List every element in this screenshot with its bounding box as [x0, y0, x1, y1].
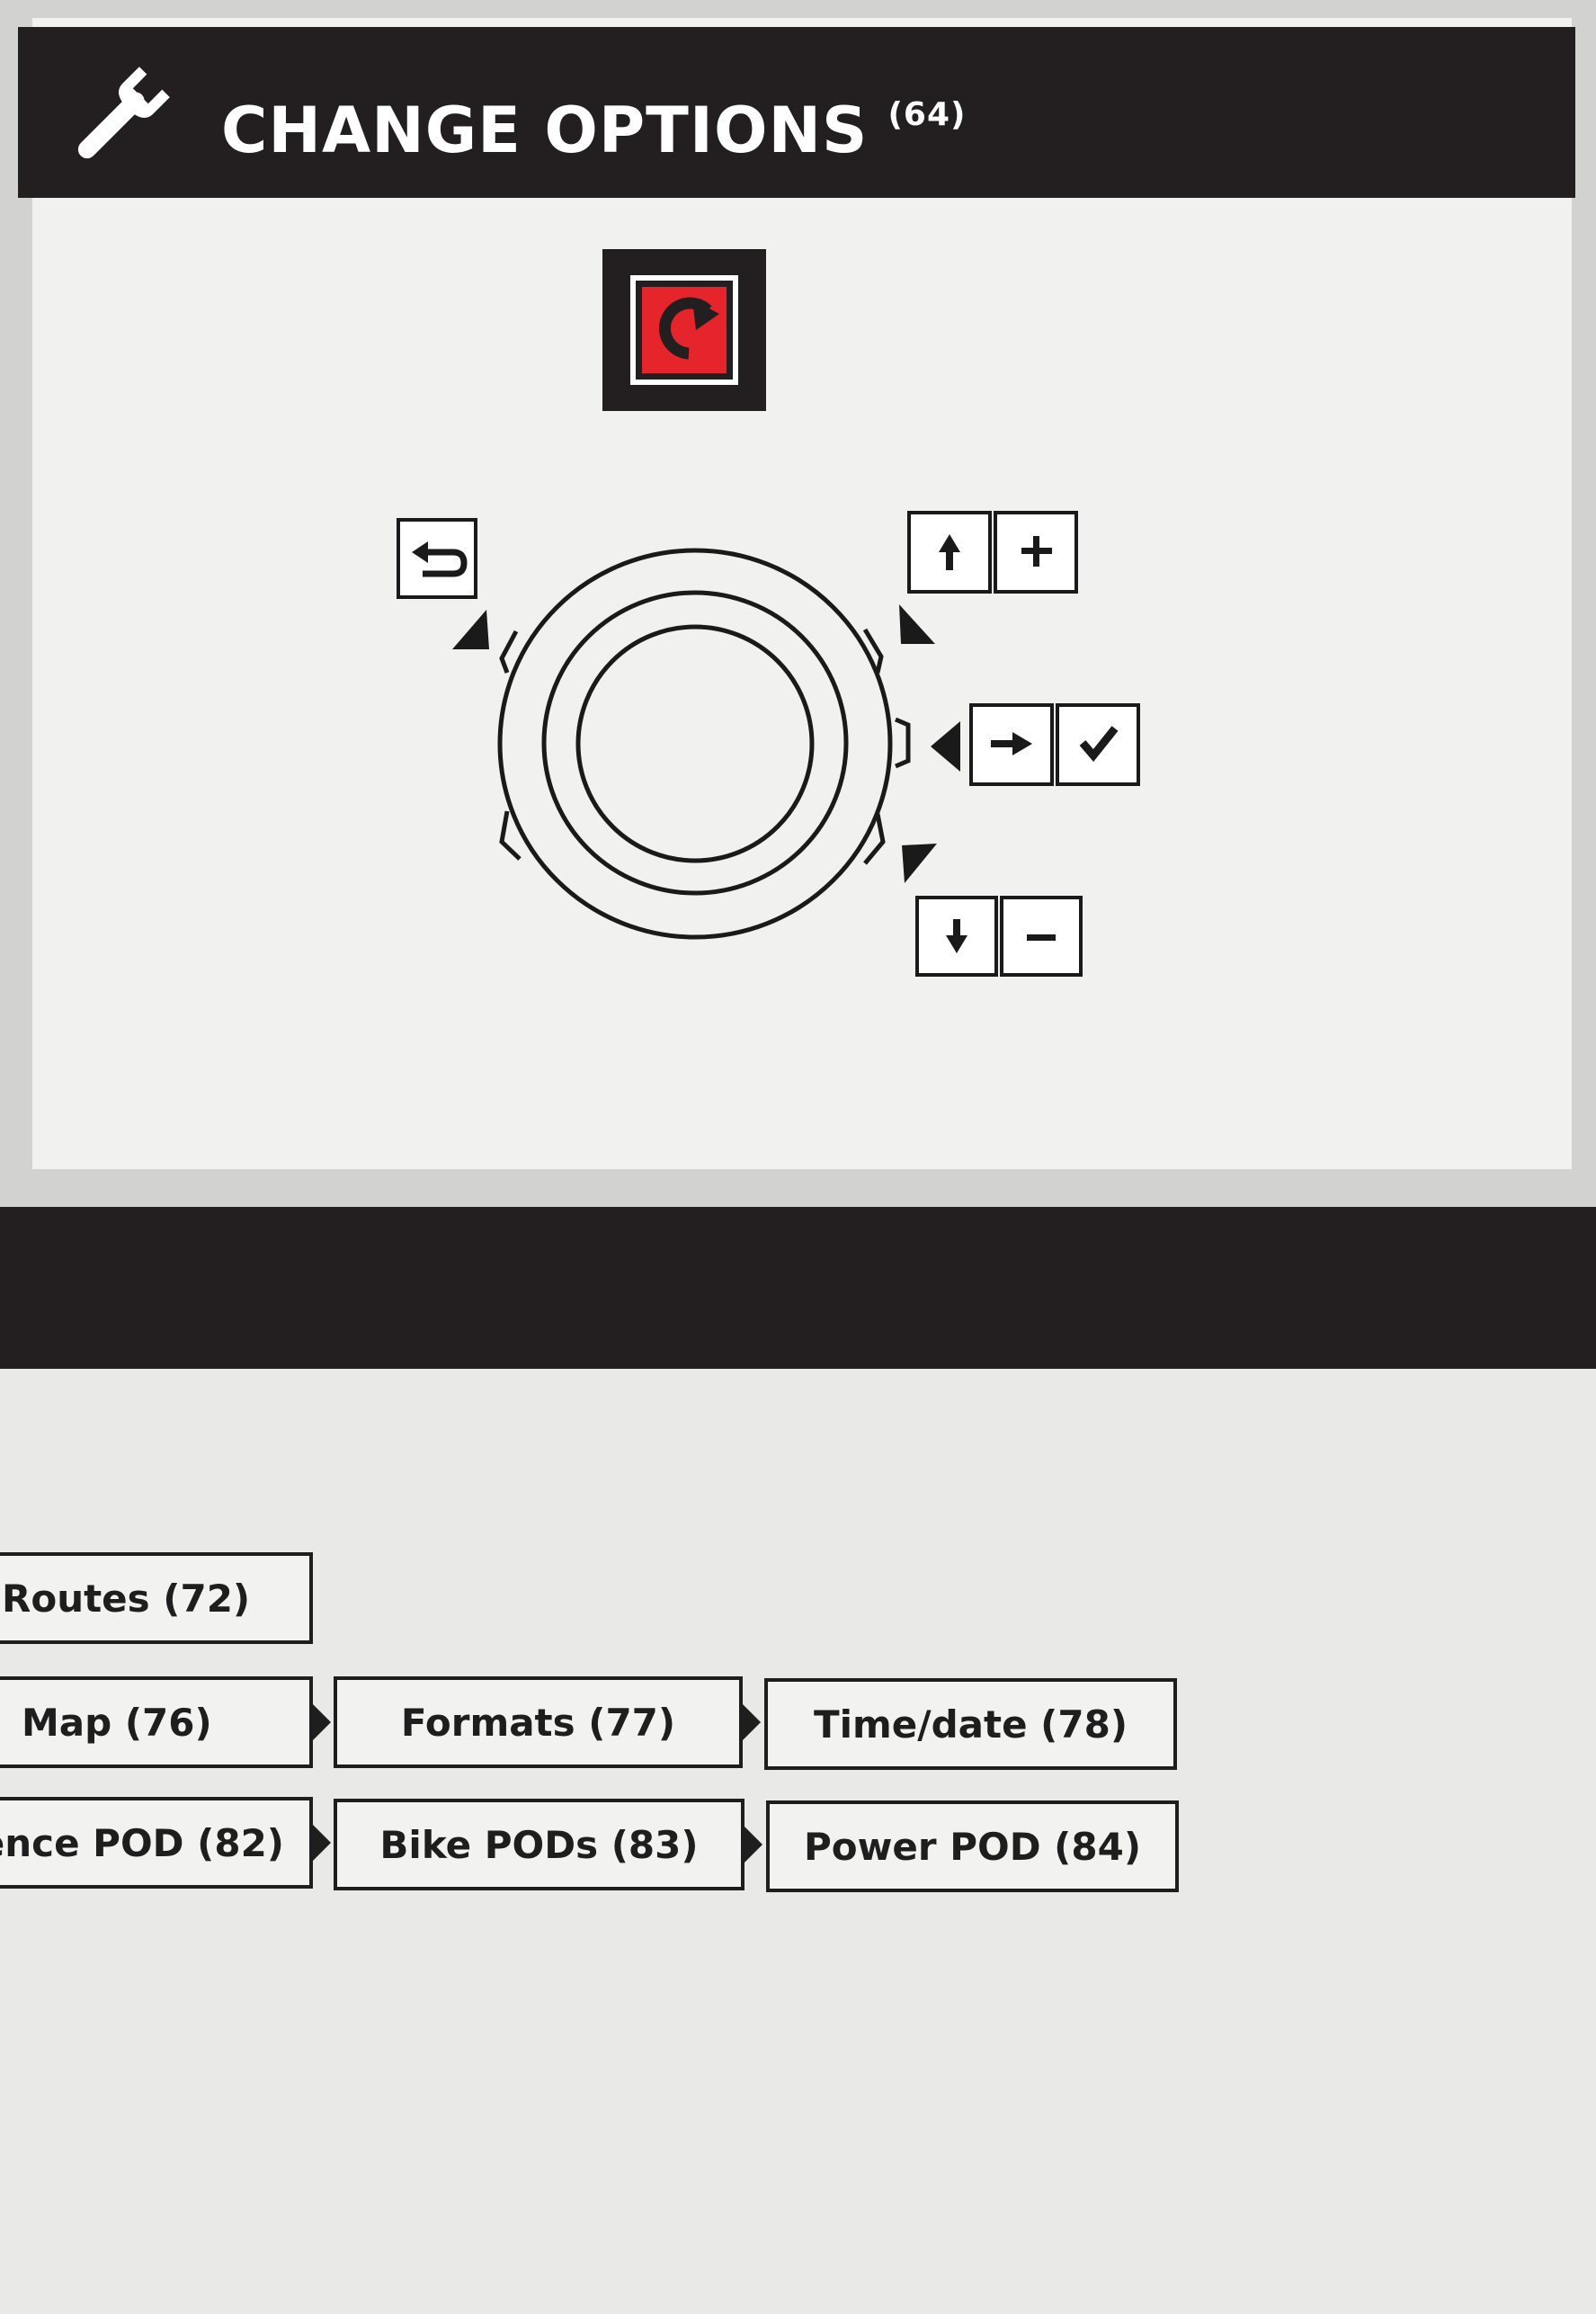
flow-box-formats[interactable]: Formats (77) — [334, 1676, 743, 1768]
flow-arrow — [311, 1702, 331, 1742]
arrow-up-icon — [939, 534, 960, 570]
next-button[interactable] — [969, 703, 1054, 786]
flow-box-label: Routes (72) — [2, 1576, 251, 1621]
checkmark-icon — [1079, 726, 1119, 763]
pointer-back — [452, 610, 489, 649]
arrow-down-icon — [946, 919, 967, 953]
flow-box-label: Map (76) — [22, 1700, 212, 1745]
flow-arrow — [311, 1823, 331, 1863]
flow-arrow — [743, 1825, 762, 1864]
select-button[interactable] — [1056, 703, 1140, 786]
header-band — [18, 27, 1575, 198]
arrow-right-icon — [991, 732, 1032, 755]
down-button[interactable] — [915, 896, 998, 977]
wrench-icon — [77, 67, 170, 159]
flow-box-map[interactable]: Map (76) — [0, 1676, 313, 1768]
flow-box-power-pod[interactable]: Power POD (84) — [766, 1800, 1179, 1892]
plus-button[interactable] — [994, 511, 1078, 594]
minus-icon — [1027, 934, 1056, 941]
plus-icon — [1021, 536, 1052, 567]
flow-box-bike-pods[interactable]: Bike PODs (83) — [334, 1799, 745, 1890]
back-icon — [412, 541, 468, 577]
flow-box-time-date[interactable]: Time/date (78) — [764, 1678, 1177, 1770]
page-title: CHANGE OPTIONS (64) — [221, 70, 967, 167]
up-button[interactable] — [907, 511, 992, 594]
flow-box-label: lence POD (82) — [0, 1820, 284, 1865]
flow-box-label: Bike PODs (83) — [379, 1822, 699, 1867]
watch-button-diagram — [397, 511, 1140, 977]
flow-box-routes[interactable]: Routes (72) — [0, 1552, 313, 1644]
title-text: CHANGE OPTIONS — [221, 94, 869, 167]
flow-arrow — [741, 1702, 761, 1742]
watch-illustration — [497, 548, 911, 940]
change-options-icon — [602, 249, 766, 411]
minus-button[interactable] — [1000, 896, 1083, 977]
pointer-next — [931, 721, 960, 772]
section-band — [0, 1207, 1596, 1369]
pointer-down — [902, 844, 937, 883]
page-reference: (64) — [887, 96, 967, 133]
flow-box-label: Formats (77) — [400, 1700, 676, 1745]
flow-box-label: Time/date (78) — [813, 1702, 1128, 1747]
flow-box-cadence-pod[interactable]: lence POD (82) — [0, 1797, 313, 1889]
flow-box-label: Power POD (84) — [803, 1824, 1142, 1869]
pointer-up — [899, 604, 935, 644]
back-button[interactable] — [397, 518, 477, 599]
